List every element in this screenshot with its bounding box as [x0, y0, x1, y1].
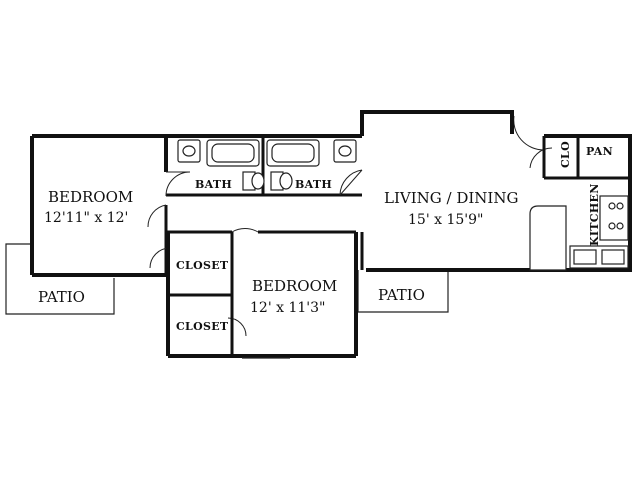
- patio-right-label: PATIO: [378, 286, 425, 304]
- living-walls: [360, 110, 632, 272]
- kitchen-label: KITCHEN: [588, 183, 601, 246]
- pan-label: PAN: [586, 145, 613, 158]
- bath-left-label: BATH: [195, 178, 232, 191]
- living-dining-dims: 15' x 15'9": [408, 212, 483, 228]
- kitchen-fixtures: [529, 195, 629, 271]
- patio-left-label: PATIO: [38, 288, 85, 306]
- living-dining-label: LIVING / DINING: [384, 189, 518, 207]
- closet-lower-label: CLOSET: [176, 320, 229, 333]
- center-walls: [166, 230, 358, 359]
- bedroom-center-label: BEDROOM: [252, 277, 337, 295]
- bath-right-label: BATH: [295, 178, 332, 191]
- closet-upper-label: CLOSET: [176, 259, 229, 272]
- bedroom-left-dims: 12'11" x 12': [44, 210, 128, 226]
- bedroom-left-label: BEDROOM: [48, 188, 133, 206]
- bath-fixtures: [177, 139, 357, 191]
- patio-left-outline: [5, 243, 115, 315]
- bedroom-center-dims: 12' x 11'3": [250, 300, 325, 316]
- clo-label: CLO: [559, 141, 572, 168]
